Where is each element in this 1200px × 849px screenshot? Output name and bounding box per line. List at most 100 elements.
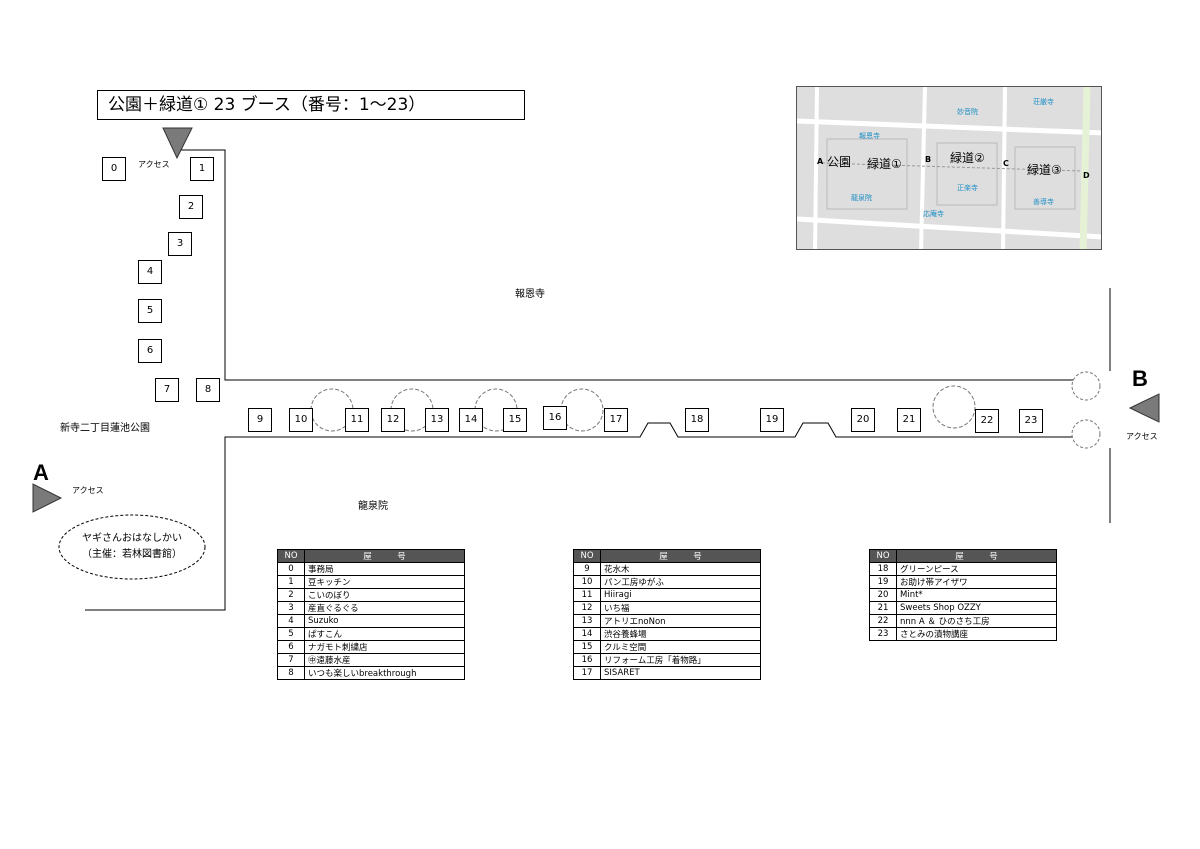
booth-12[interactable]: 12 bbox=[381, 408, 405, 432]
booth-8[interactable]: 8 bbox=[196, 378, 220, 402]
table-header-no: NO bbox=[869, 549, 897, 563]
booth-number: 10 bbox=[573, 575, 601, 589]
booth-name: 豆キッチン bbox=[304, 575, 465, 589]
booth-name: Hiiragi bbox=[600, 588, 761, 602]
booth-4[interactable]: 4 bbox=[138, 260, 162, 284]
booth-11[interactable]: 11 bbox=[345, 408, 369, 432]
booth-name: アトリエnoNon bbox=[600, 614, 761, 628]
booth-1[interactable]: 1 bbox=[190, 157, 214, 181]
inset-temple-zendoji: 善導寺 bbox=[1033, 198, 1054, 206]
booth-19[interactable]: 19 bbox=[760, 408, 784, 432]
booth-number: 8 bbox=[277, 666, 305, 680]
booth-18[interactable]: 18 bbox=[685, 408, 709, 432]
table-header-no: NO bbox=[277, 549, 305, 563]
booth-name: お助け帯アイザワ bbox=[896, 575, 1057, 589]
inset-label-park: 公園 bbox=[827, 155, 852, 169]
inset-temple-shorakuji: 正楽寺 bbox=[957, 184, 978, 192]
booth-number: 1 bbox=[277, 575, 305, 589]
booth-22[interactable]: 22 bbox=[975, 409, 999, 433]
place-ryusenin: 龍泉院 bbox=[358, 501, 388, 512]
inset-map: A B C D 公園 緑道① 緑道② 緑道③ 報恩寺 龍泉院 妙音院 正楽寺 応… bbox=[796, 86, 1102, 250]
event-info: ヤギさんおはなしかい （主催：若林図書館） bbox=[58, 531, 206, 563]
booth-7[interactable]: 7 bbox=[155, 378, 179, 402]
place-houonji: 報恩寺 bbox=[515, 289, 545, 300]
event-title: ヤギさんおはなしかい bbox=[82, 533, 182, 544]
booth-3[interactable]: 3 bbox=[168, 232, 192, 256]
event-area-outline bbox=[58, 514, 206, 580]
booth-20[interactable]: 20 bbox=[851, 408, 875, 432]
booth-number: 16 bbox=[573, 653, 601, 667]
booth-number: 7 bbox=[277, 653, 305, 667]
booth-name: nnn A ＆ ひのさち工房 bbox=[896, 614, 1057, 628]
booth-15[interactable]: 15 bbox=[503, 408, 527, 432]
booth-13[interactable]: 13 bbox=[425, 408, 449, 432]
inset-streets bbox=[797, 87, 1101, 249]
booth-number: 4 bbox=[277, 614, 305, 628]
booth-number: 23 bbox=[869, 627, 897, 641]
booth-5[interactable]: 5 bbox=[138, 299, 162, 323]
access-label-top: アクセス bbox=[138, 160, 170, 169]
booth-number: 18 bbox=[869, 562, 897, 576]
booth-number: 13 bbox=[573, 614, 601, 628]
table-header-name: 屋 号 bbox=[600, 549, 761, 563]
booth-name: さとみの漬物講座 bbox=[896, 627, 1057, 641]
booth-17[interactable]: 17 bbox=[604, 408, 628, 432]
booth-name: こいのぼり bbox=[304, 588, 465, 602]
booth-21[interactable]: 21 bbox=[897, 408, 921, 432]
inset-label-ryokudo3: 緑道③ bbox=[1027, 163, 1062, 177]
booth-2[interactable]: 2 bbox=[179, 195, 203, 219]
booth-14[interactable]: 14 bbox=[459, 408, 483, 432]
access-arrow-b-icon bbox=[1128, 393, 1160, 423]
booth-number: 5 bbox=[277, 627, 305, 641]
inset-label-ryokudo2: 緑道② bbox=[950, 151, 985, 165]
booth-number: 9 bbox=[573, 562, 601, 576]
place-park: 新寺二丁目蓮池公園 bbox=[60, 423, 150, 434]
inset-point-b: B bbox=[925, 155, 932, 164]
inset-temple-oanji: 応庵寺 bbox=[923, 210, 944, 218]
booth-name: いち福 bbox=[600, 601, 761, 615]
booth-23[interactable]: 23 bbox=[1019, 409, 1043, 433]
booth-6[interactable]: 6 bbox=[138, 339, 162, 363]
booth-number: 22 bbox=[869, 614, 897, 628]
booth-16[interactable]: 16 bbox=[543, 406, 567, 430]
inset-temple-myoonin: 妙音院 bbox=[957, 108, 978, 116]
booth-9[interactable]: 9 bbox=[248, 408, 272, 432]
booth-name: 事務局 bbox=[304, 562, 465, 576]
event-organizer: （主催：若林図書館） bbox=[82, 549, 182, 560]
table-header-no: NO bbox=[573, 549, 601, 563]
booth-0[interactable]: 0 bbox=[102, 157, 126, 181]
point-a-label: A bbox=[33, 460, 49, 485]
inset-temple-houonji: 報恩寺 bbox=[859, 132, 880, 140]
inset-point-a: A bbox=[817, 157, 824, 166]
booth-name: 渋谷養蜂場 bbox=[600, 627, 761, 641]
point-b-label: B bbox=[1132, 366, 1148, 391]
table-header-name: 屋 号 bbox=[896, 549, 1057, 563]
booth-name: パン工房ゆがふ bbox=[600, 575, 761, 589]
booth-number: 0 bbox=[277, 562, 305, 576]
booth-10[interactable]: 10 bbox=[289, 408, 313, 432]
booth-name: クルミ空間 bbox=[600, 640, 761, 654]
booth-number: 20 bbox=[869, 588, 897, 602]
booth-number: 19 bbox=[869, 575, 897, 589]
booth-number: 12 bbox=[573, 601, 601, 615]
booth-number: 11 bbox=[573, 588, 601, 602]
booth-name: Suzuko bbox=[304, 614, 465, 628]
inset-point-c: C bbox=[1003, 159, 1009, 168]
